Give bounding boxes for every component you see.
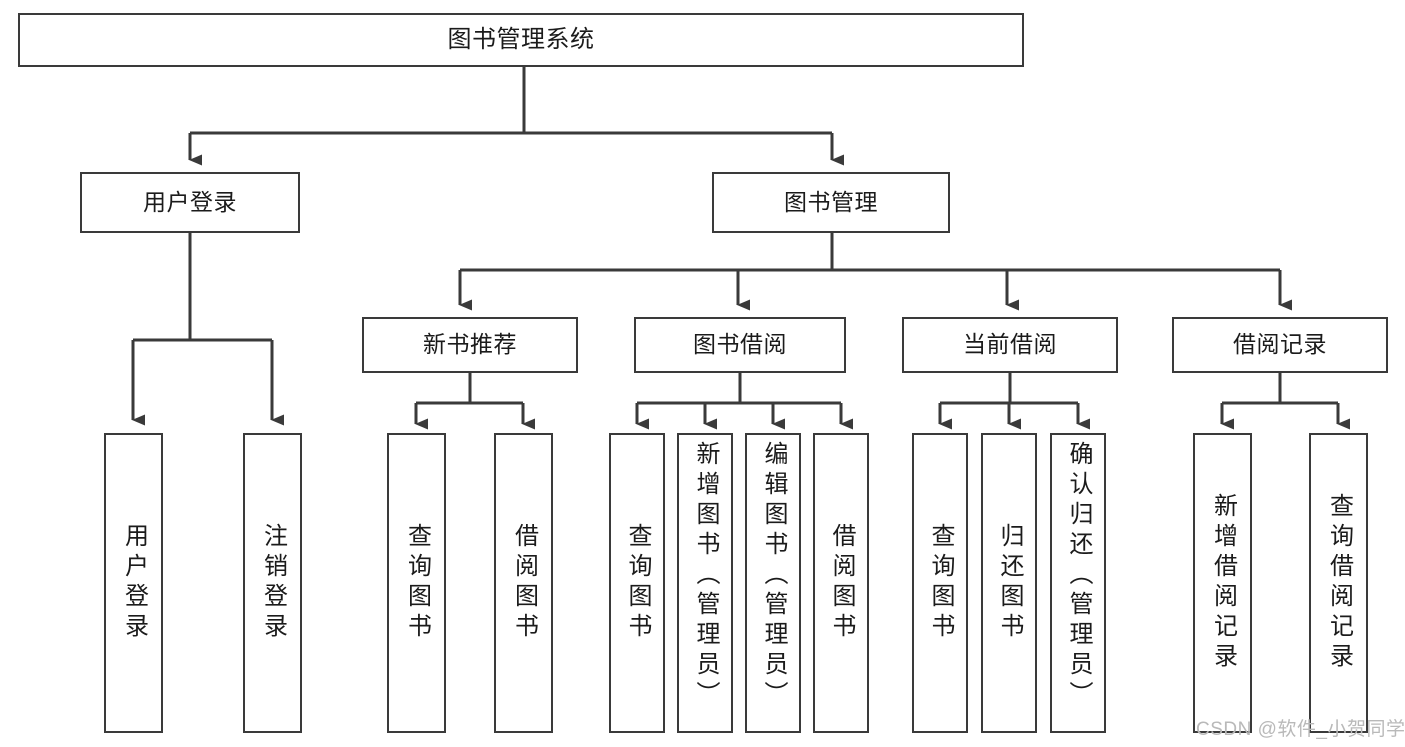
node-leaf-logout-login[interactable]: 注销登录 bbox=[243, 433, 302, 733]
node-label: 查询图书 bbox=[403, 523, 431, 643]
node-label: 用户登录 bbox=[120, 523, 148, 643]
node-leaf-return-book[interactable]: 归还图书 bbox=[981, 433, 1037, 733]
node-new-book-recommend[interactable]: 新书推荐 bbox=[362, 317, 578, 373]
node-current-borrow[interactable]: 当前借阅 bbox=[902, 317, 1118, 373]
node-label: 借阅图书 bbox=[510, 523, 538, 643]
node-label: 编辑图书（管理员） bbox=[760, 441, 787, 711]
node-label: 新增借阅记录 bbox=[1209, 493, 1237, 673]
node-label: 查询图书 bbox=[624, 523, 651, 643]
node-label: 新书推荐 bbox=[423, 331, 517, 358]
node-leaf-user-login[interactable]: 用户登录 bbox=[104, 433, 163, 733]
node-leaf-query-book-1[interactable]: 查询图书 bbox=[387, 433, 446, 733]
csdn-watermark: CSDN @软件_小贺同学 bbox=[1196, 719, 1405, 740]
node-label: 注销登录 bbox=[259, 523, 287, 643]
node-label: 图书管理 bbox=[784, 188, 878, 215]
node-label: 借阅记录 bbox=[1233, 331, 1327, 358]
node-leaf-borrow-book-2[interactable]: 借阅图书 bbox=[813, 433, 869, 733]
node-label: 查询借阅记录 bbox=[1325, 493, 1353, 673]
node-label: 图书管理系统 bbox=[447, 25, 595, 53]
node-leaf-query-book-2[interactable]: 查询图书 bbox=[609, 433, 665, 733]
node-label: 新增图书（管理员） bbox=[692, 441, 719, 711]
node-borrow-record[interactable]: 借阅记录 bbox=[1172, 317, 1388, 373]
node-leaf-edit-book[interactable]: 编辑图书（管理员） bbox=[745, 433, 801, 733]
node-label: 确认归还（管理员） bbox=[1065, 441, 1092, 711]
node-label: 当前借阅 bbox=[963, 331, 1057, 358]
node-label: 归还图书 bbox=[996, 523, 1023, 643]
node-book-manage[interactable]: 图书管理 bbox=[712, 172, 950, 233]
node-label: 借阅图书 bbox=[828, 523, 855, 643]
node-label: 查询图书 bbox=[927, 523, 954, 643]
node-label: 用户登录 bbox=[143, 188, 237, 215]
node-leaf-query-book-3[interactable]: 查询图书 bbox=[912, 433, 968, 733]
node-book-borrow[interactable]: 图书借阅 bbox=[634, 317, 846, 373]
node-user-login[interactable]: 用户登录 bbox=[80, 172, 300, 233]
node-leaf-add-record[interactable]: 新增借阅记录 bbox=[1193, 433, 1252, 733]
node-leaf-confirm-return[interactable]: 确认归还（管理员） bbox=[1050, 433, 1106, 733]
node-leaf-add-book[interactable]: 新增图书（管理员） bbox=[677, 433, 733, 733]
node-leaf-borrow-book-1[interactable]: 借阅图书 bbox=[494, 433, 553, 733]
node-root-book-management-system[interactable]: 图书管理系统 bbox=[18, 13, 1024, 67]
node-label: 图书借阅 bbox=[693, 331, 787, 358]
node-leaf-query-record[interactable]: 查询借阅记录 bbox=[1309, 433, 1368, 733]
